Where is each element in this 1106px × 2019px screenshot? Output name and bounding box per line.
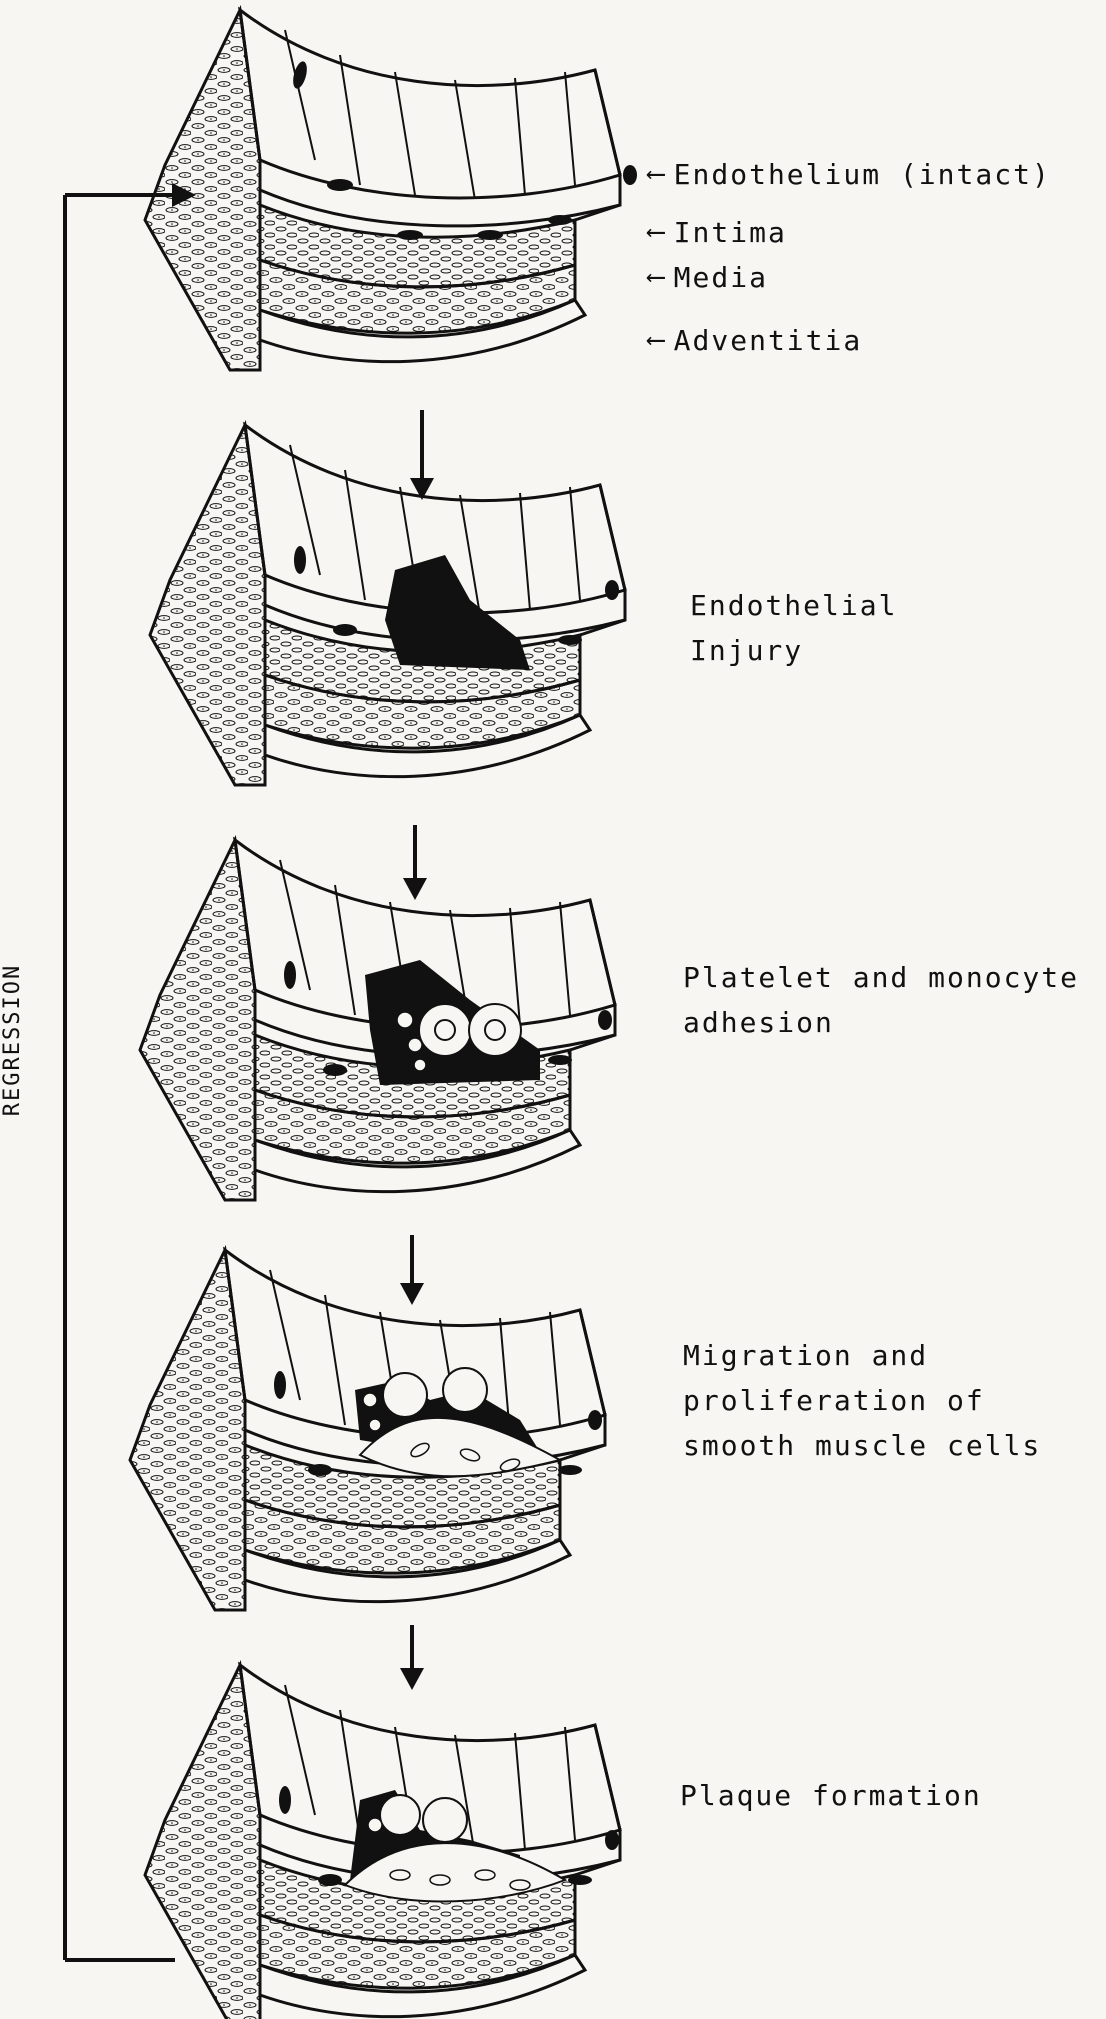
stage-caption-injury: Endothelial Injury bbox=[690, 583, 897, 673]
arrow-left-icon: ⟵ bbox=[648, 210, 666, 255]
stage-caption-adhesion: Platelet and monocyte adhesion bbox=[683, 955, 1079, 1045]
regression-label: REGRESSION bbox=[0, 935, 30, 1145]
artery-intact bbox=[145, 10, 637, 370]
artery-plaque bbox=[145, 1665, 620, 2019]
label-adventitia: ⟵Adventitia bbox=[648, 318, 862, 363]
label-media: ⟵Media bbox=[648, 255, 768, 300]
stage-caption-plaque: Plaque formation bbox=[680, 1773, 982, 1818]
stage-caption-migration: Migration and proliferation of smooth mu… bbox=[683, 1333, 1041, 1468]
arrow-left-icon: ⟵ bbox=[648, 152, 666, 197]
label-endothelium: ⟵Endothelium (intact) bbox=[648, 152, 1051, 197]
artery-adhesion bbox=[140, 840, 615, 1200]
arrow-left-icon: ⟵ bbox=[648, 255, 666, 300]
artery-migration bbox=[130, 1250, 605, 1610]
artery-injury bbox=[150, 425, 625, 785]
arrow-left-icon: ⟵ bbox=[648, 318, 666, 363]
label-intima: ⟵Intima bbox=[648, 210, 787, 255]
